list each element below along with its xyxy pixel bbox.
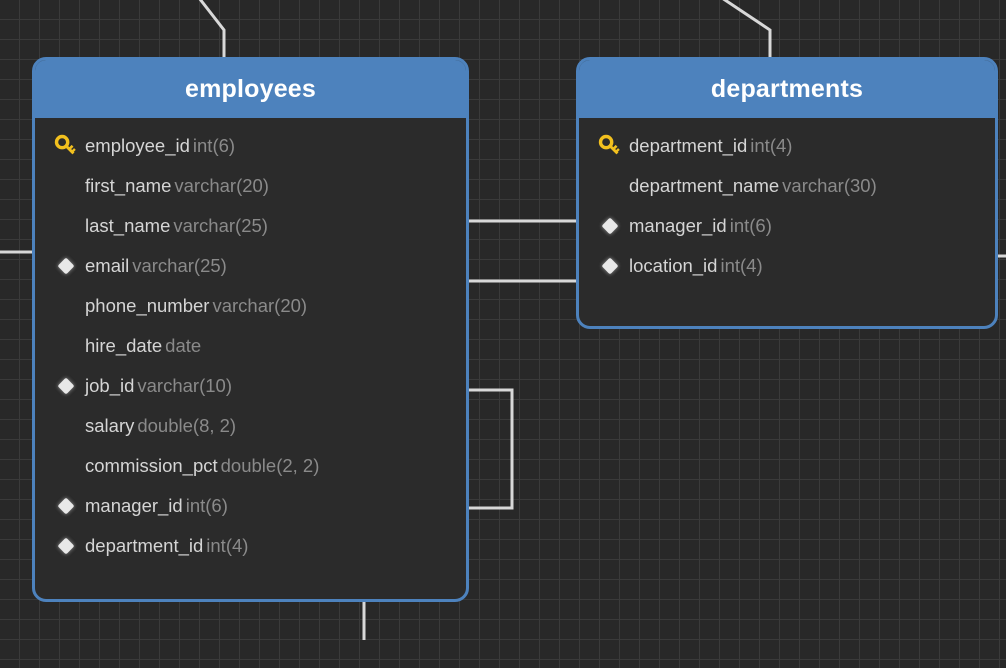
- table-row[interactable]: job_id varchar(10): [35, 366, 466, 406]
- index-diamond-icon: [47, 492, 85, 520]
- column-name: salary: [85, 415, 135, 436]
- no-icon-spacer: [591, 172, 629, 200]
- table-row[interactable]: location_id int(4): [579, 246, 995, 286]
- no-icon-spacer: [47, 332, 85, 360]
- column-type: int(4): [720, 255, 763, 276]
- table-row[interactable]: department_id int(4): [35, 526, 466, 566]
- index-diamond-icon: [591, 212, 629, 240]
- column-name: last_name: [85, 215, 171, 236]
- column-type: int(4): [750, 135, 793, 156]
- table-row[interactable]: last_name varchar(25): [35, 206, 466, 246]
- column-name: first_name: [85, 175, 172, 196]
- entity-departments[interactable]: departments department_id int(4): [576, 57, 998, 329]
- table-row[interactable]: manager_id int(6): [35, 486, 466, 526]
- table-row[interactable]: hire_date date: [35, 326, 466, 366]
- entity-employees[interactable]: employees employee_id int(6): [32, 57, 469, 602]
- column-name: manager_id: [629, 215, 727, 236]
- primary-key-icon: [591, 132, 629, 160]
- column-type: varchar(25): [132, 255, 227, 276]
- column-type: int(6): [729, 215, 772, 236]
- column-type: double(8, 2): [137, 415, 237, 436]
- primary-key-icon: [47, 132, 85, 160]
- entity-employees-title: employees: [35, 60, 466, 118]
- link-departments-top: [722, 0, 772, 58]
- column-type: int(6): [192, 135, 236, 156]
- table-row[interactable]: department_id int(4): [579, 126, 995, 166]
- index-diamond-icon: [591, 252, 629, 280]
- column-type: date: [165, 335, 202, 356]
- index-diamond-icon: [47, 372, 85, 400]
- no-icon-spacer: [47, 412, 85, 440]
- no-icon-spacer: [47, 452, 85, 480]
- link-employees-self-manager: [467, 388, 514, 510]
- table-row[interactable]: phone_number varchar(20): [35, 286, 466, 326]
- table-row[interactable]: salary double(8, 2): [35, 406, 466, 446]
- table-row[interactable]: employee_id int(6): [35, 126, 466, 166]
- index-diamond-icon: [47, 532, 85, 560]
- column-type: varchar(10): [137, 375, 232, 396]
- column-name: department_id: [629, 135, 748, 156]
- column-name: department_name: [629, 175, 780, 196]
- link-employees-top: [198, 0, 226, 58]
- column-name: employee_id: [85, 135, 190, 156]
- no-icon-spacer: [47, 292, 85, 320]
- table-row[interactable]: email varchar(25): [35, 246, 466, 286]
- entity-departments-columns: department_id int(4) department_name var…: [579, 118, 995, 296]
- column-name: commission_pct: [85, 455, 218, 476]
- column-name: location_id: [629, 255, 718, 276]
- table-row[interactable]: commission_pct double(2, 2): [35, 446, 466, 486]
- column-type: int(4): [206, 535, 249, 556]
- column-name: email: [85, 255, 130, 276]
- column-name: manager_id: [85, 495, 183, 516]
- table-row[interactable]: first_name varchar(20): [35, 166, 466, 206]
- entity-departments-title: departments: [579, 60, 995, 118]
- no-icon-spacer: [47, 172, 85, 200]
- column-type: varchar(20): [212, 295, 308, 316]
- column-type: varchar(25): [173, 215, 268, 236]
- column-name: hire_date: [85, 335, 163, 356]
- column-name: phone_number: [85, 295, 210, 316]
- no-icon-spacer: [47, 212, 85, 240]
- column-name: department_id: [85, 535, 204, 556]
- column-name: job_id: [85, 375, 135, 396]
- entity-employees-columns: employee_id int(6) first_name varchar(20…: [35, 118, 466, 576]
- table-row[interactable]: manager_id int(6): [579, 206, 995, 246]
- column-type: varchar(30): [782, 175, 877, 196]
- column-type: int(6): [185, 495, 228, 516]
- column-type: varchar(20): [174, 175, 269, 196]
- table-row[interactable]: department_name varchar(30): [579, 166, 995, 206]
- column-type: double(2, 2): [220, 455, 320, 476]
- index-diamond-icon: [47, 252, 85, 280]
